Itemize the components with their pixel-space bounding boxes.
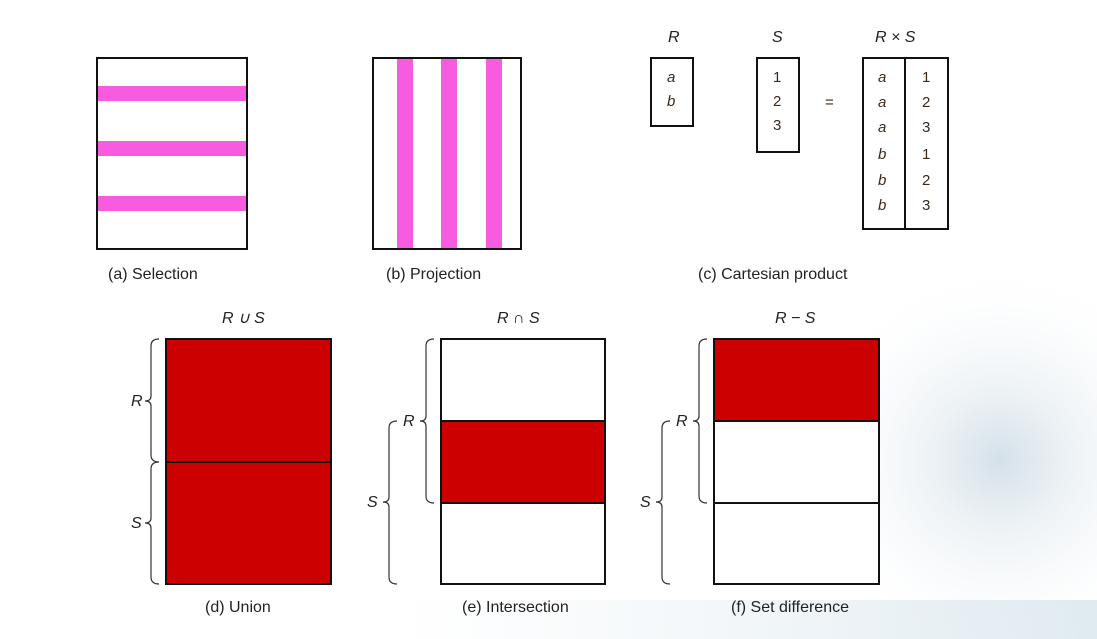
projected-column-3 <box>486 59 502 248</box>
product-cell-s: 1 <box>922 69 930 86</box>
intersection-caption: (e) Intersection <box>462 599 569 616</box>
r-table <box>650 57 694 127</box>
intersection-label-r: R <box>403 413 415 430</box>
difference-area <box>713 338 880 422</box>
difference-diagram: R − S R S (f) Set difference <box>640 310 880 616</box>
r-brace <box>692 338 708 504</box>
selected-row-1 <box>98 86 246 101</box>
difference-label-s: S <box>640 494 651 511</box>
union-diagram: R ∪ S R S (d) Union <box>131 310 332 616</box>
union-title: R ∪ S <box>222 310 265 327</box>
intersection-area <box>440 420 606 504</box>
projection-diagram: (b) Projection <box>372 57 522 283</box>
equals-sign: = <box>825 94 834 111</box>
r-brace <box>419 338 435 504</box>
product-cell-r: b <box>878 172 886 189</box>
s-value: 1 <box>773 69 781 86</box>
projected-column-2 <box>441 59 457 248</box>
rxs-header: R × S <box>875 29 916 46</box>
selected-row-2 <box>98 141 246 156</box>
s-table <box>756 57 800 153</box>
cartesian-caption: (c) Cartesian product <box>698 266 848 283</box>
union-label-r: R <box>131 393 143 410</box>
union-label-s: S <box>131 515 142 532</box>
s-brace <box>382 420 398 585</box>
cartesian-diagram: R S R × S a b 1 2 3 = a 1 a 2 a 3 b 1 b … <box>650 29 949 283</box>
projected-column-1 <box>397 59 413 248</box>
product-cell-r: a <box>878 94 886 111</box>
r-value: b <box>667 93 675 110</box>
difference-caption: (f) Set difference <box>731 599 849 616</box>
selection-diagram: (a) Selection <box>96 57 248 283</box>
product-cell-r: b <box>878 197 886 214</box>
difference-label-r: R <box>676 413 688 430</box>
product-cell-s: 2 <box>922 172 930 189</box>
product-cell-r: a <box>878 69 886 86</box>
s-header: S <box>772 29 783 46</box>
intersection-title: R ∩ S <box>497 310 540 327</box>
r-value: a <box>667 69 675 86</box>
selected-row-3 <box>98 196 246 211</box>
difference-title: R − S <box>775 310 816 327</box>
union-caption: (d) Union <box>205 599 271 616</box>
product-cell-r: a <box>878 119 886 136</box>
s-value: 3 <box>773 117 781 134</box>
product-cell-s: 1 <box>922 146 930 163</box>
s-brace <box>144 461 160 585</box>
product-cell-r: b <box>878 146 886 163</box>
product-cell-s: 3 <box>922 119 930 136</box>
product-cell-s: 3 <box>922 197 930 214</box>
selection-caption: (a) Selection <box>108 266 198 283</box>
r-header: R <box>668 29 680 46</box>
s-brace <box>655 420 671 585</box>
intersection-label-s: S <box>367 494 378 511</box>
product-cell-s: 2 <box>922 94 930 111</box>
r-brace <box>144 338 160 463</box>
projection-caption: (b) Projection <box>386 266 481 283</box>
s-value: 2 <box>773 93 781 110</box>
intersection-diagram: R ∩ S R S (e) Intersection <box>367 310 606 616</box>
